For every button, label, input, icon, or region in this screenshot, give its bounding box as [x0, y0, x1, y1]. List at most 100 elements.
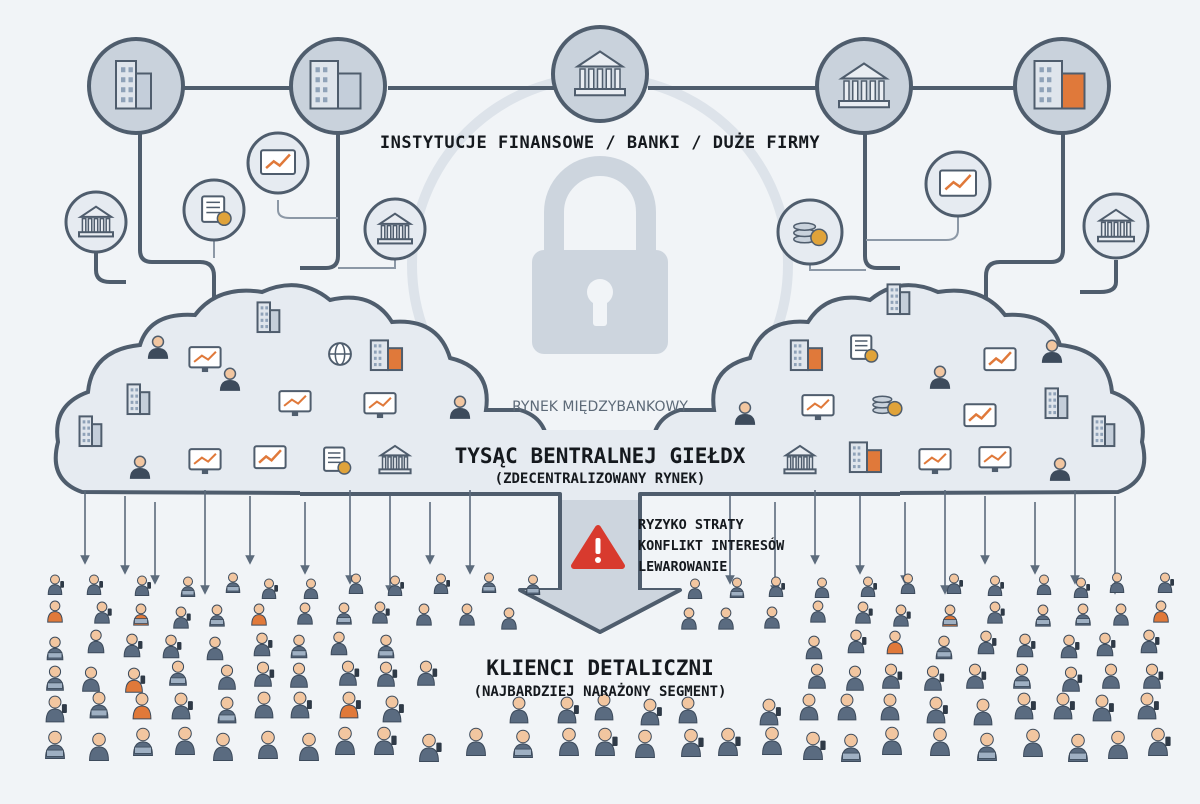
- retail-client-figure: [930, 727, 950, 756]
- retail-client-figure: [1068, 733, 1088, 762]
- retail-client-figure: [855, 601, 873, 624]
- retail-clients-subtitle: (NAJBARDZIEJ NARAŻONY SEGMENT): [473, 684, 727, 700]
- globe-icon: [328, 342, 352, 366]
- retail-client-figure: [764, 606, 780, 629]
- retail-client-figure: [1137, 692, 1159, 720]
- retail-client-figure: [169, 660, 187, 686]
- retail-client-figure: [946, 573, 963, 594]
- retail-client-figure: [133, 603, 149, 626]
- retail-client-figure: [348, 573, 364, 594]
- tower-icon: [78, 415, 103, 448]
- retail-client-figure: [987, 575, 1004, 596]
- retail-client-figure: [290, 634, 308, 659]
- apartment-icon: [369, 339, 404, 372]
- retail-client-figure: [125, 667, 146, 693]
- retail-client-figure: [132, 692, 152, 720]
- document-money-icon: [182, 178, 246, 242]
- retail-client-figure: [374, 726, 397, 755]
- bank-icon: [782, 444, 818, 475]
- retail-client-figure: [377, 661, 398, 687]
- retail-client-figure: [595, 727, 618, 756]
- chart-icon: [963, 403, 997, 428]
- retail-client-figure: [47, 574, 64, 595]
- bank-icon: [815, 37, 913, 135]
- person-icon: [1049, 457, 1071, 481]
- retail-client-figure: [254, 691, 274, 719]
- retail-client-figure: [377, 634, 395, 659]
- monitor-icon: [918, 448, 952, 475]
- market-title: TYSĄC BENTRALNEJ GIEŁDX: [454, 444, 746, 468]
- retail-client-figure: [681, 728, 704, 757]
- retail-client-figure: [846, 665, 864, 691]
- person-icon: [734, 401, 756, 425]
- retail-client-figure: [803, 731, 826, 760]
- coins-dollar-icon: [776, 198, 844, 266]
- retail-client-figure: [987, 601, 1005, 624]
- risk-item: KONFLIKT INTERESÓW: [638, 538, 785, 554]
- person-icon: [929, 365, 951, 389]
- retail-client-figure: [1092, 694, 1114, 722]
- retail-client-figure: [89, 732, 109, 761]
- retail-client-figure: [762, 726, 782, 755]
- retail-clients-title: KLIENCI DETALICZNI: [486, 656, 714, 680]
- person-icon: [147, 335, 169, 359]
- bank-icon: [64, 190, 128, 254]
- retail-client-figure: [687, 578, 703, 599]
- retail-client-figure: [935, 635, 953, 660]
- tower-icon: [126, 383, 151, 416]
- risk-list: RYZYKO STRATY KONFLIKT INTERESÓW LEWAROW…: [638, 515, 784, 578]
- retail-client-figure: [173, 606, 191, 629]
- monitor-icon: [278, 390, 312, 417]
- retail-client-figure: [640, 698, 662, 726]
- retail-client-figure: [525, 574, 541, 595]
- coins-icon: [872, 395, 903, 417]
- retail-client-figure: [1143, 663, 1164, 689]
- bank-icon: [551, 25, 649, 123]
- retail-client-figure: [1096, 632, 1116, 657]
- retail-client-figure: [718, 727, 741, 756]
- person-icon: [129, 455, 151, 479]
- retail-client-figure: [459, 603, 475, 626]
- retail-client-figure: [218, 664, 236, 690]
- retail-client-figure: [768, 576, 785, 597]
- person-icon: [449, 395, 471, 419]
- retail-client-figure: [1073, 577, 1090, 598]
- retail-client-figure: [678, 696, 698, 724]
- retail-client-figure: [886, 630, 904, 655]
- retail-client-figure: [258, 730, 278, 759]
- retail-client-figure: [1014, 692, 1036, 720]
- growth-chart-icon: [246, 131, 310, 195]
- retail-client-figure: [1062, 666, 1083, 692]
- retail-client-figure: [841, 733, 861, 762]
- retail-client-figure: [290, 662, 308, 688]
- bank-icon: [363, 197, 427, 261]
- retail-client-figure: [759, 698, 781, 726]
- office-tower-icon: [87, 37, 185, 135]
- retail-client-figure: [297, 602, 313, 625]
- retail-client-figure: [417, 660, 438, 686]
- retail-client-figure: [466, 727, 486, 756]
- risk-item: RYZYKO STRATY: [638, 517, 744, 533]
- retail-client-figure: [635, 729, 655, 758]
- retail-client-figure: [382, 695, 404, 723]
- tower-icon: [886, 283, 911, 316]
- retail-client-figure: [559, 727, 579, 756]
- retail-client-figure: [594, 693, 614, 721]
- retail-client-figure: [134, 575, 151, 596]
- retail-client-figure: [213, 732, 233, 761]
- tower-icon: [1044, 387, 1069, 420]
- retail-client-figure: [162, 634, 182, 659]
- retail-client-figure: [481, 572, 497, 593]
- monitor-icon: [188, 346, 222, 373]
- retail-client-figure: [973, 698, 993, 726]
- retail-client-figure: [880, 693, 900, 721]
- retail-client-figure: [882, 663, 903, 689]
- retail-client-figure: [557, 696, 579, 724]
- person-icon: [1041, 339, 1063, 363]
- chart-icon: [983, 347, 1017, 372]
- document-icon: [323, 446, 352, 475]
- retail-client-figure: [225, 572, 241, 593]
- bank-icon: [377, 444, 413, 475]
- bank-clerk-icon: [1082, 192, 1150, 260]
